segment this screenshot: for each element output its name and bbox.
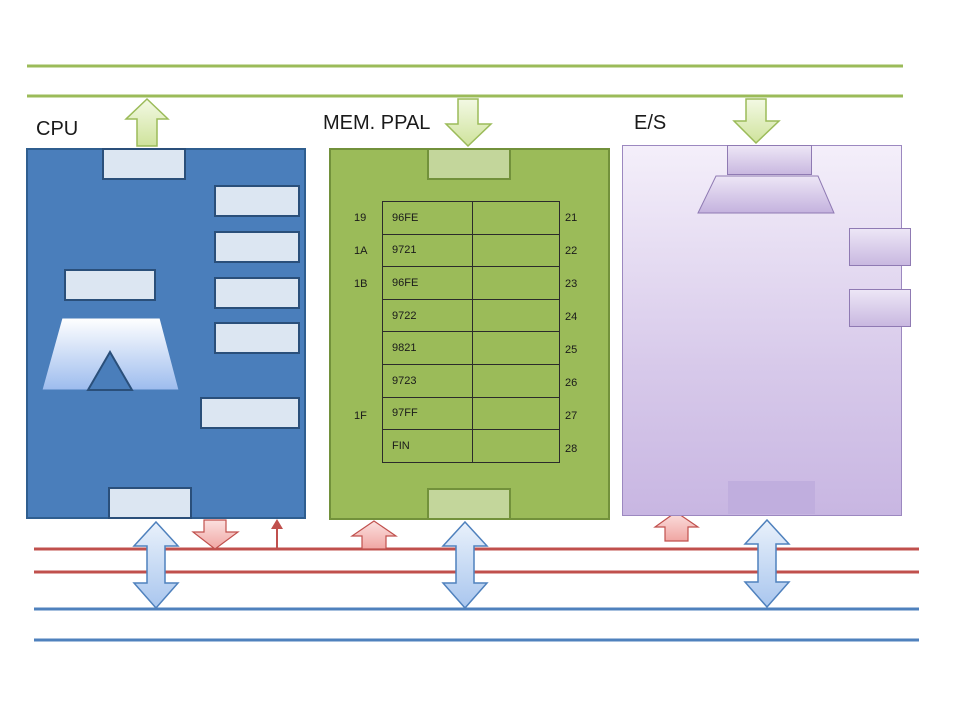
left-address-label: 1A	[354, 245, 368, 257]
memory-cell-empty	[472, 201, 560, 235]
memory-cell-empty	[472, 233, 560, 268]
memory-cell-empty	[472, 266, 560, 300]
memory-address-port	[427, 148, 511, 180]
cpu-register-2	[214, 231, 300, 263]
table-row: 96FE	[382, 201, 560, 235]
memory-cell-value: 96FE	[382, 201, 473, 235]
es-title: E/S	[634, 112, 667, 134]
blue-bidirectional-arrow-icon	[132, 520, 180, 610]
right-address-label: 26	[565, 377, 578, 389]
table-row: 9721	[382, 233, 560, 268]
table-row: 9723	[382, 363, 560, 398]
cpu-title: CPU	[36, 118, 79, 140]
memory-cell-empty	[472, 429, 560, 463]
red-up-arrow-icon	[653, 511, 700, 542]
red-down-arrow-icon	[191, 519, 240, 550]
left-address-label: 1B	[354, 278, 368, 290]
memory-cell-value: 97FF	[382, 396, 473, 431]
blue-bidirectional-arrow-icon	[743, 518, 791, 609]
cpu-address-register	[102, 148, 186, 180]
green-up-arrow-icon	[124, 97, 170, 147]
cpu-register-3	[214, 277, 300, 309]
red-up-arrow-icon	[350, 520, 398, 550]
green-down-arrow-icon	[732, 98, 781, 145]
memory-cell-empty	[472, 298, 560, 333]
memory-cell-empty	[472, 363, 560, 398]
table-row: 96FE	[382, 266, 560, 300]
green-down-arrow-icon	[444, 98, 493, 148]
es-port-1	[849, 228, 911, 266]
memory-cell-empty	[472, 331, 560, 365]
right-address-label: 22	[565, 245, 578, 257]
table-row: 9722	[382, 298, 560, 333]
right-address-label: 21	[565, 212, 578, 224]
es-port-2	[849, 289, 911, 327]
es-data-port	[728, 481, 815, 514]
cpu-instruction-register	[64, 269, 156, 301]
blue-bidirectional-arrow-icon	[441, 520, 489, 610]
memory-cell-value: FIN	[382, 429, 473, 463]
memory-cell-value: 96FE	[382, 266, 473, 300]
table-row: 9821	[382, 331, 560, 365]
es-block	[622, 145, 902, 516]
memory-table: 96FE 9721 96FE 9722 9821 9723 97FF FIN	[382, 201, 560, 463]
left-address-label: 1F	[354, 410, 367, 422]
right-address-label: 27	[565, 410, 578, 422]
right-address-label: 25	[565, 344, 578, 356]
memory-cell-value: 9722	[382, 298, 473, 333]
cpu-data-register	[108, 487, 192, 519]
right-address-label: 24	[565, 311, 578, 323]
red-thin-up-arrow-head	[271, 519, 283, 529]
memory-cell-value: 9723	[382, 363, 473, 398]
es-address-port	[727, 145, 812, 175]
memory-cell-value: 9721	[382, 233, 473, 268]
memory-data-port	[427, 488, 511, 520]
memory-cell-empty	[472, 396, 560, 431]
table-row: FIN	[382, 429, 560, 463]
left-address-label: 19	[354, 212, 367, 224]
cpu-register-1	[214, 185, 300, 217]
cpu-register-5	[200, 397, 300, 429]
cpu-register-4	[214, 322, 300, 354]
memory-cell-value: 9821	[382, 331, 473, 365]
right-address-label: 23	[565, 278, 578, 290]
table-row: 97FF	[382, 396, 560, 431]
memory-title: MEM. PPAL	[323, 112, 431, 134]
right-address-label: 28	[565, 443, 578, 455]
